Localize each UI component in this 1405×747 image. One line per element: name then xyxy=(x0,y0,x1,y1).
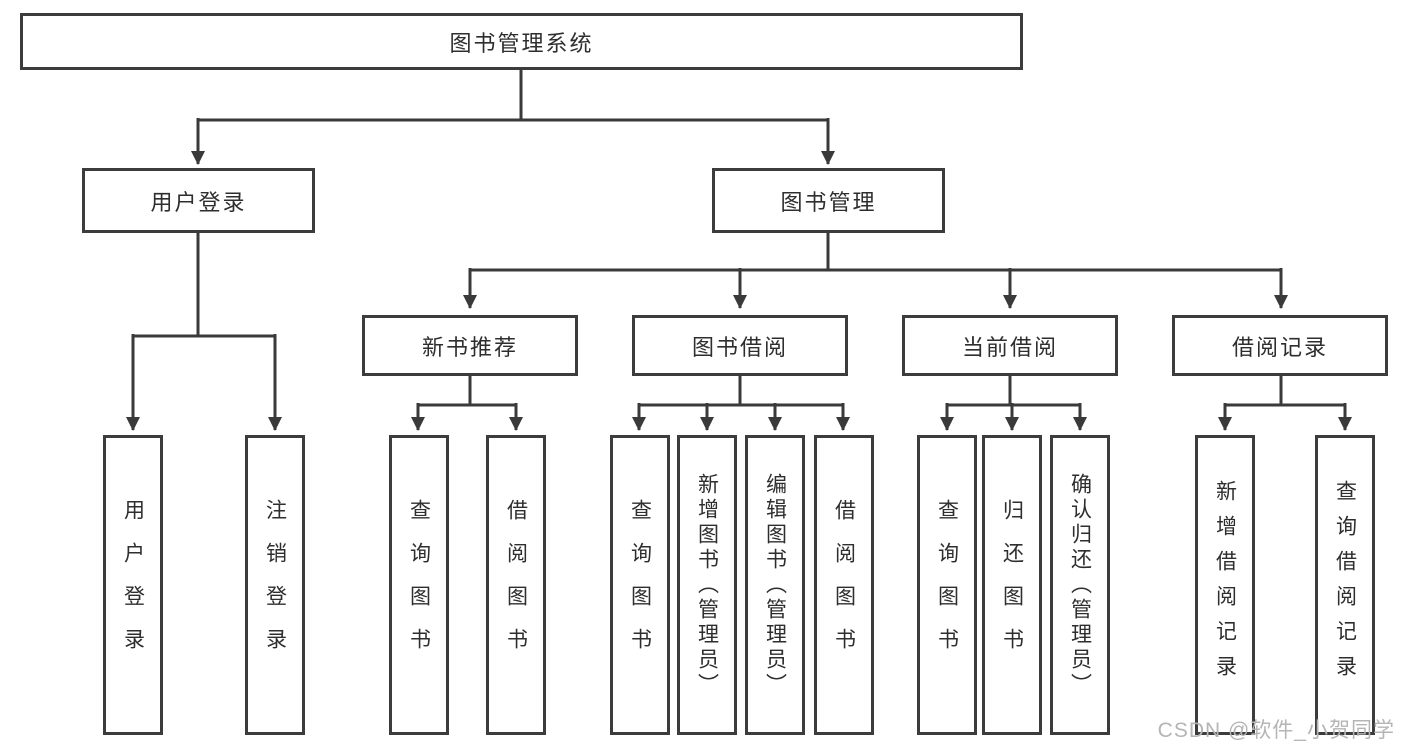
leaf-label: 确认归还（管理员） xyxy=(1068,472,1092,698)
leaf-borrow-books-recommend: 借阅图书 xyxy=(486,435,546,735)
leaf-label: 查询借阅记录 xyxy=(1333,480,1357,690)
leaf-label: 归还图书 xyxy=(1000,499,1024,671)
leaf-label: 借阅图书 xyxy=(504,499,528,671)
csdn-watermark: CSDN @软件_小贺同学 xyxy=(1157,719,1395,742)
leaf-confirm-return-admin: 确认归还（管理员） xyxy=(1050,435,1110,735)
leaf-label: 查询图书 xyxy=(407,499,431,671)
leaf-query-books-current: 查询图书 xyxy=(917,435,977,735)
leaf-borrow-books: 借阅图书 xyxy=(814,435,874,735)
leaf-label: 注销登录 xyxy=(263,499,287,671)
leaf-label: 查询图书 xyxy=(935,499,959,671)
leaf-query-borrow-record: 查询借阅记录 xyxy=(1315,435,1375,735)
leaf-query-books-recommend: 查询图书 xyxy=(389,435,449,735)
node-new-book-recommend: 新书推荐 xyxy=(362,315,578,376)
leaf-add-borrow-record: 新增借阅记录 xyxy=(1195,435,1255,735)
leaf-logout: 注销登录 xyxy=(245,435,305,735)
leaf-user-login: 用户登录 xyxy=(103,435,163,735)
leaf-label: 新增图书（管理员） xyxy=(695,472,719,698)
leaf-query-books-borrow: 查询图书 xyxy=(610,435,670,735)
leaf-edit-book-admin: 编辑图书（管理员） xyxy=(745,435,805,735)
leaf-label: 借阅图书 xyxy=(832,499,856,671)
leaf-label: 编辑图书（管理员） xyxy=(763,472,787,698)
leaf-return-book: 归还图书 xyxy=(982,435,1042,735)
node-book-management-system: 图书管理系统 xyxy=(20,13,1023,70)
node-borrow-records: 借阅记录 xyxy=(1172,315,1388,376)
node-current-borrow: 当前借阅 xyxy=(902,315,1118,376)
node-book-borrow: 图书借阅 xyxy=(632,315,848,376)
leaf-label: 用户登录 xyxy=(121,499,145,671)
leaf-add-book-admin: 新增图书（管理员） xyxy=(677,435,737,735)
node-book-management: 图书管理 xyxy=(712,168,945,233)
leaf-label: 查询图书 xyxy=(628,499,652,671)
leaf-label: 新增借阅记录 xyxy=(1213,480,1237,690)
node-user-login: 用户登录 xyxy=(82,168,315,233)
